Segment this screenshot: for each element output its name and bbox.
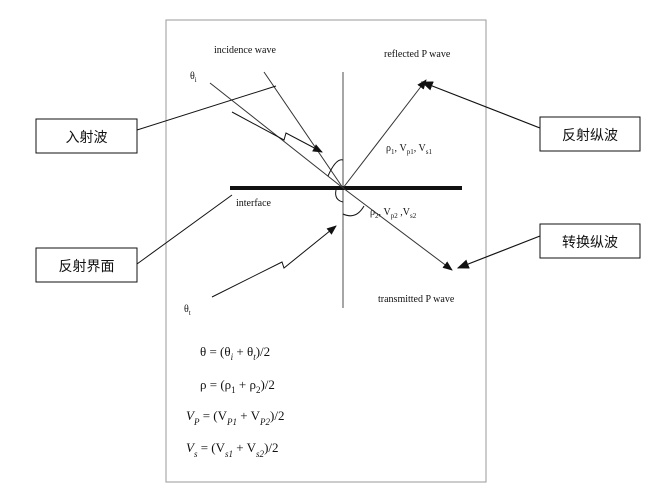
upper-medium-params: ρ1, Vp1, Vs1	[386, 143, 433, 156]
incidence-ray-upper	[263, 71, 344, 189]
theta-t-label: θt	[184, 304, 191, 317]
converted-callout: 转换纵波	[539, 223, 641, 259]
incidence-zigzag-arrow	[231, 111, 323, 153]
converted-callout-text: 转换纵波	[562, 234, 618, 250]
formula-theta: θ = (θi + θt)/2	[200, 344, 270, 362]
reflected-callout: 反射纵波	[539, 116, 641, 152]
interface-callout-leader	[136, 194, 233, 265]
theta-i-label: θi	[190, 71, 197, 84]
formula-vs: Vs = (Vs1 + Vs2)/2	[186, 440, 279, 459]
incident-callout-leader	[136, 85, 277, 131]
reflected-callout-text: 反射纵波	[562, 127, 618, 143]
transmitted-zigzag-arrow	[211, 225, 337, 298]
interface-angle-arc	[335, 189, 344, 203]
reflected-ray	[342, 79, 427, 189]
transmitted-angle-arc	[342, 205, 365, 217]
incidence-wave-label: incidence wave	[214, 45, 276, 56]
interface-callout-text: 反射界面	[59, 258, 115, 274]
reflected-callout-leader	[420, 81, 541, 129]
incident-callout-text: 入射波	[66, 129, 108, 145]
transmitted-ray	[342, 187, 453, 271]
interface-callout: 反射界面	[35, 247, 138, 283]
formula-rho: ρ = (ρ1 + ρ2)/2	[200, 377, 275, 395]
formula-vp: VP = (VP1 + VP2)/2	[186, 408, 284, 427]
converted-callout-leader	[456, 235, 541, 269]
lower-medium-params: ρ2, Vp2 ,Vs2	[370, 207, 417, 220]
reflected-p-wave-label: reflected P wave	[384, 49, 451, 60]
incident-callout: 入射波	[35, 118, 138, 154]
diagram-frame	[165, 19, 487, 483]
incidence-angle-arc	[327, 159, 344, 177]
transmitted-p-wave-label: transmitted P wave	[378, 294, 455, 305]
interface-label: interface	[236, 198, 272, 209]
